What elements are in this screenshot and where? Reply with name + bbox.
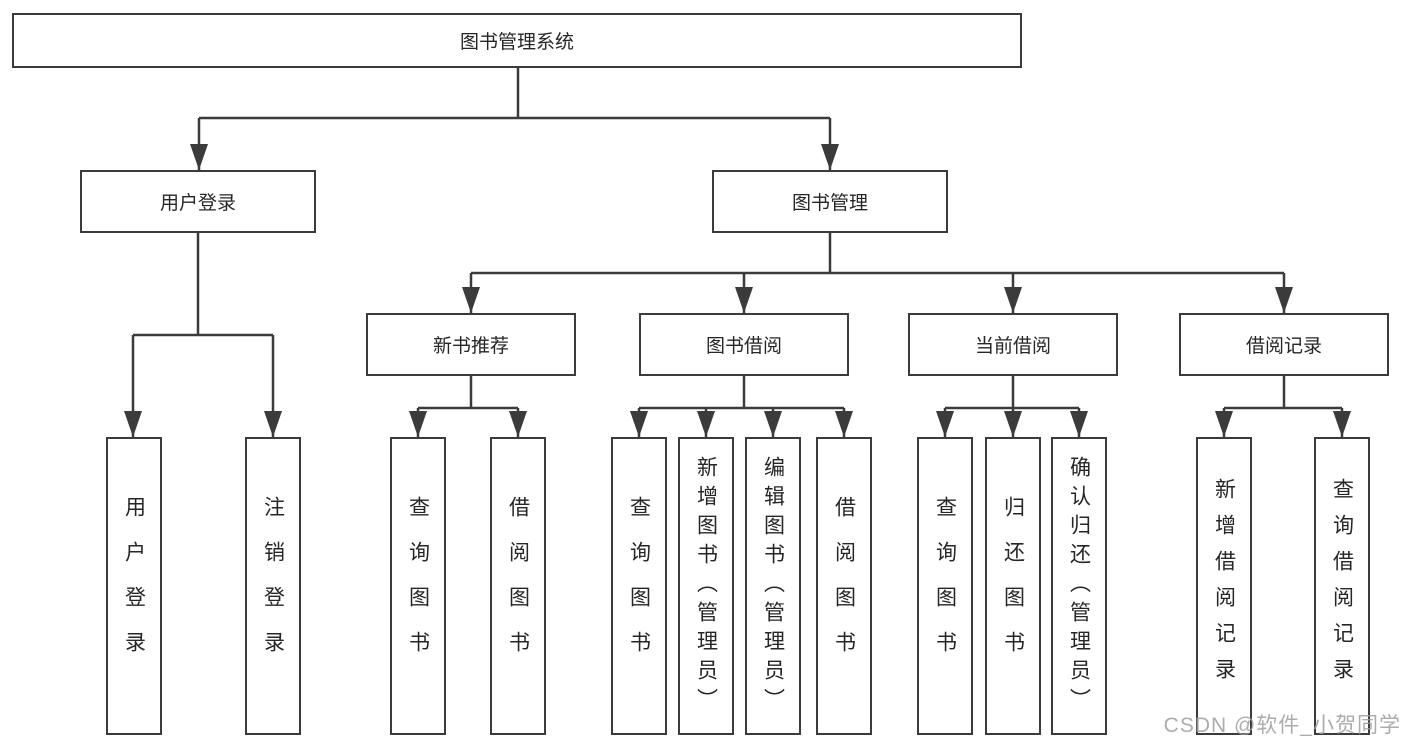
leaf-label: 注销登录 (261, 496, 285, 676)
leaf-return-book: 归还图书 (985, 437, 1041, 735)
leaf-borrow-books-1: 借阅图书 (490, 437, 546, 735)
connector-stems (133, 68, 1342, 410)
leaf-label: 新增借阅记录 (1212, 478, 1236, 694)
leaf-add-borrow-record: 新增借阅记录 (1196, 437, 1252, 735)
leaf-label: 查询图书 (933, 496, 957, 676)
node-label: 用户登录 (159, 193, 236, 214)
leaf-edit-book-admin: 编辑图书（管理员） (745, 437, 801, 735)
leaf-label: 用户登录 (122, 496, 146, 676)
node-label: 当前借阅 (974, 336, 1051, 357)
node-current-borrow: 当前借阅 (908, 313, 1118, 376)
csdn-watermark: CSDN @软件_小贺同学 (1163, 714, 1401, 737)
leaf-borrow-books-2: 借阅图书 (816, 437, 872, 735)
node-label: 图书管理 (791, 193, 868, 214)
leaf-query-books-3: 查询图书 (917, 437, 973, 735)
leaf-logout: 注销登录 (245, 437, 301, 735)
node-book-mgmt: 图书管理 (712, 170, 948, 233)
node-book-borrow: 图书借阅 (639, 313, 849, 376)
node-new-book-rec: 新书推荐 (366, 313, 576, 376)
leaf-label: 查询借阅记录 (1330, 478, 1354, 694)
node-root-system: 图书管理系统 (12, 13, 1022, 68)
leaf-query-books-1: 查询图书 (390, 437, 446, 735)
leaf-label: 查询图书 (627, 496, 651, 676)
leaf-add-book-admin: 新增图书（管理员） (678, 437, 734, 735)
leaf-query-borrow-record: 查询借阅记录 (1314, 437, 1370, 735)
leaf-label: 新增图书（管理员） (694, 455, 718, 717)
node-user-login: 用户登录 (80, 170, 316, 233)
leaf-user-login: 用户登录 (106, 437, 162, 735)
leaf-query-books-2: 查询图书 (611, 437, 667, 735)
leaf-label: 借阅图书 (832, 496, 856, 676)
node-label: 新书推荐 (432, 336, 509, 357)
leaf-label: 编辑图书（管理员） (761, 455, 785, 717)
node-label: 图书借阅 (705, 336, 782, 357)
node-label: 图书管理系统 (459, 32, 574, 53)
node-label: 借阅记录 (1245, 336, 1322, 357)
node-borrow-records: 借阅记录 (1179, 313, 1389, 376)
leaf-label: 确认归还（管理员） (1067, 455, 1091, 717)
leaf-confirm-return-admin: 确认归还（管理员） (1051, 437, 1107, 735)
leaf-label: 借阅图书 (506, 496, 530, 676)
leaf-label: 归还图书 (1001, 496, 1025, 676)
leaf-label: 查询图书 (406, 496, 430, 676)
